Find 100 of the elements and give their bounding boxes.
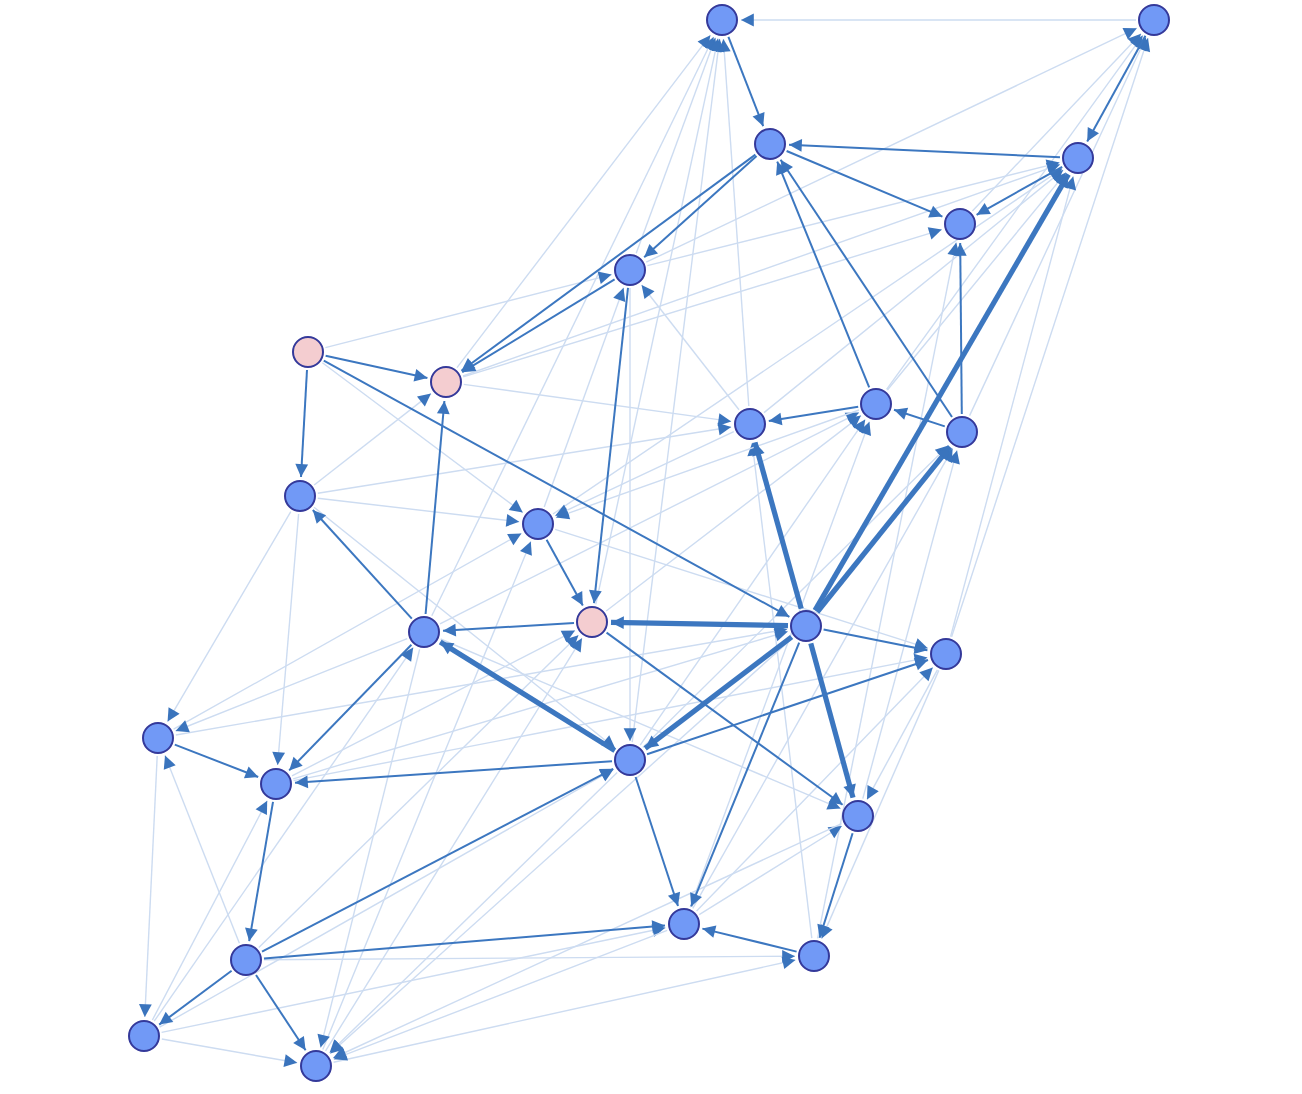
arrow: [255, 974, 307, 1052]
arrow: [456, 34, 712, 369]
arrow: [752, 441, 804, 610]
arrow: [292, 628, 789, 780]
arrow: [695, 666, 934, 912]
network-node: [790, 610, 822, 642]
network-node: [754, 128, 786, 160]
arrow: [631, 38, 725, 743]
network-node: [576, 606, 608, 638]
arrow: [332, 956, 797, 1063]
arrow: [321, 362, 524, 514]
network-node: [930, 638, 962, 670]
arrow: [438, 639, 617, 753]
arrow: [543, 287, 626, 508]
network-node: [522, 508, 554, 540]
arrow: [968, 36, 1147, 417]
arrow: [747, 442, 813, 939]
arrow: [462, 162, 1061, 377]
arrow: [866, 669, 939, 801]
arrow: [610, 616, 789, 630]
arrow: [862, 449, 960, 800]
arrow: [971, 33, 1142, 212]
arrow: [313, 392, 432, 486]
arrow: [815, 445, 953, 614]
network-node: [842, 800, 874, 832]
network-node: [284, 480, 316, 512]
arrow: [808, 642, 856, 799]
network-node: [230, 944, 262, 976]
arrow: [552, 167, 1063, 515]
arrow: [322, 540, 532, 1051]
arrow: [816, 241, 960, 940]
arrow: [294, 760, 613, 789]
arrow: [554, 430, 735, 517]
arrow: [317, 648, 421, 1049]
network-node: [946, 416, 978, 448]
arrow: [166, 510, 292, 723]
arrow: [461, 278, 616, 374]
arrow: [605, 414, 862, 612]
arrow: [288, 643, 413, 772]
arrow: [261, 767, 615, 953]
arrow: [328, 771, 618, 1054]
arrow: [953, 242, 967, 415]
arrow: [317, 422, 732, 494]
arrow: [333, 929, 668, 1061]
arrow: [158, 969, 233, 1026]
arrow: [642, 444, 950, 749]
arrow: [639, 418, 866, 746]
arrow: [317, 497, 520, 527]
arrow: [698, 825, 843, 916]
arrow: [172, 532, 523, 730]
arrow: [689, 421, 871, 908]
arrow: [634, 776, 681, 907]
arrow: [820, 669, 940, 940]
network-node: [706, 4, 738, 36]
network-node: [292, 336, 324, 368]
network-node: [1062, 142, 1094, 174]
arrow: [439, 411, 860, 625]
network-node: [798, 940, 830, 972]
arrow: [439, 638, 842, 810]
arrow: [174, 637, 408, 733]
arrow: [623, 287, 637, 742]
arrow: [950, 37, 1151, 638]
arrow: [173, 743, 260, 779]
arrow: [646, 159, 1061, 267]
arrow: [424, 400, 450, 615]
arrow: [893, 407, 946, 428]
arrow: [311, 509, 413, 620]
arrow: [161, 1038, 298, 1067]
network-node: [1138, 4, 1170, 36]
arrow: [788, 139, 1061, 159]
network-node: [408, 616, 440, 648]
arrow: [949, 175, 1077, 638]
arrow: [295, 369, 309, 478]
arrow: [690, 641, 801, 908]
arrow: [322, 359, 791, 618]
arrow: [701, 925, 798, 953]
arrow: [763, 169, 1064, 414]
arrow: [785, 150, 944, 218]
arrow: [263, 949, 796, 963]
arrow: [158, 768, 615, 1028]
arrow: [292, 653, 929, 782]
arrow: [245, 800, 274, 943]
network-node: [944, 208, 976, 240]
network-node: [614, 744, 646, 776]
arrow: [324, 637, 583, 1052]
arrow: [885, 34, 1144, 391]
arrow: [886, 171, 1067, 391]
arrow: [263, 920, 666, 960]
arrow: [554, 528, 929, 651]
arrow: [1086, 34, 1147, 143]
network-node: [260, 768, 292, 800]
arrow: [643, 634, 794, 751]
network-node: [614, 254, 646, 286]
arrow: [332, 822, 843, 1059]
arrow: [740, 13, 1137, 27]
network-node: [734, 408, 766, 440]
arrow: [975, 165, 1064, 216]
arrow: [324, 354, 429, 382]
arrow: [646, 658, 929, 756]
arrow: [555, 409, 860, 520]
